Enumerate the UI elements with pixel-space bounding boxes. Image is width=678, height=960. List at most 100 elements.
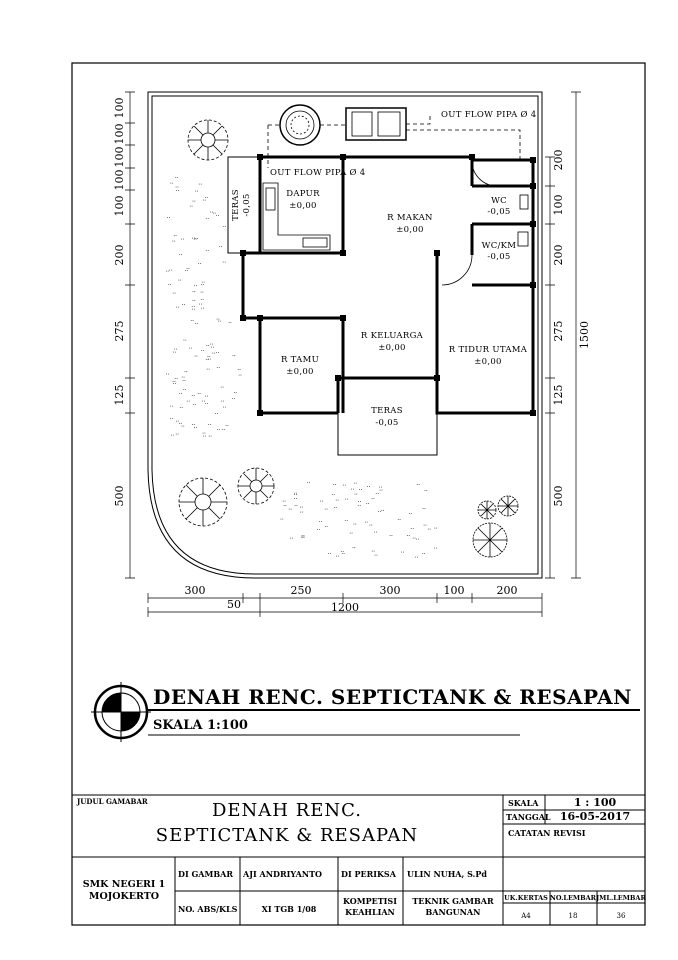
tb-skala-label: SKALA — [508, 798, 539, 808]
tb-judul-line1: DENAH RENC. — [212, 800, 362, 821]
grass-mark: ·· — [192, 307, 196, 314]
grass-mark: ·· — [221, 427, 225, 434]
grass-mark: ·· — [434, 546, 438, 553]
drawing-title: DENAH RENC. SEPTICTANK & RESAPAN — [153, 685, 632, 709]
grass-mark: ·· — [200, 290, 204, 297]
dim-bottom-total: 1200 — [331, 601, 359, 614]
grass-mark: ·· — [202, 430, 206, 437]
grass-mark: ·· — [215, 411, 219, 418]
tb-school-1: SMK NEGERI 1 — [83, 879, 165, 890]
grass-mark: ·· — [170, 433, 174, 440]
grass-mark: ·· — [191, 304, 195, 311]
grass-mark: ·· — [283, 503, 287, 510]
grass-mark: ·· — [331, 492, 335, 499]
room-dapur: DAPUR — [286, 189, 320, 199]
grass-mark: ·· — [195, 189, 199, 196]
grass-mark: ·· — [202, 198, 206, 205]
teras-front — [337, 377, 438, 456]
dim-right-total: 1500 — [578, 321, 591, 349]
room-tidur-level: ±0,00 — [474, 357, 502, 367]
grass-mark: ·· — [381, 508, 385, 515]
grass-mark: ·· — [212, 350, 216, 357]
room-tamu-level: ±0,00 — [286, 367, 314, 377]
tb-ukkertas-value: A4 — [520, 912, 531, 920]
grass-mark: ·· — [170, 181, 174, 188]
grass-mark: ·· — [221, 399, 225, 406]
site-boundary — [147, 91, 543, 579]
grass-mark: ·· — [294, 496, 298, 503]
grass-mark: ·· — [412, 536, 416, 543]
title-block-lines — [72, 794, 645, 925]
grass-mark: ·· — [238, 373, 242, 380]
dim-right-6: 500 — [552, 486, 565, 507]
grass-mark: ·· — [232, 396, 236, 403]
pipes — [267, 114, 521, 168]
grass-mark: ·· — [179, 252, 183, 259]
grass-mark: ·· — [378, 509, 382, 516]
grass-mark: ·· — [222, 224, 226, 231]
tb-jmllembar-label: JML.LEMBAR — [595, 894, 646, 902]
dim-bottom-small: 50 — [227, 598, 241, 611]
grass-mark: ·· — [194, 321, 198, 328]
grass-mark: ·· — [379, 485, 383, 492]
grass-mark: ·· — [216, 365, 220, 372]
grass-mark: ·· — [203, 434, 207, 441]
grass-mark: ·· — [175, 175, 179, 182]
tb-kompetensi-1: KOMPETISI — [343, 896, 397, 906]
grass-mark: ·· — [168, 282, 172, 289]
tb-catatan: CATATAN REVISI — [508, 828, 586, 838]
grass-mark: ·· — [193, 236, 197, 243]
dim-left-2: 100 — [113, 124, 126, 145]
grass-mark: ·· — [205, 393, 209, 400]
grass-mark: ·· — [211, 345, 215, 352]
room-keluarga-level: ±0,00 — [378, 343, 406, 353]
grass-mark: ·· — [217, 427, 221, 434]
room-wckm: WC/KM — [482, 241, 517, 251]
grass-mark: ·· — [195, 236, 199, 243]
grass-mark: ·· — [422, 551, 426, 558]
grass-mark: ·· — [190, 318, 194, 325]
grass-mark: ·· — [191, 393, 195, 400]
dim-right-1: 200 — [552, 150, 565, 171]
grass-mark: ·· — [216, 350, 220, 357]
grass-mark: ·· — [189, 203, 193, 210]
grass-mark: ·· — [320, 498, 324, 505]
grass-mark: ·· — [184, 369, 188, 376]
dim-right-2: 100 — [552, 195, 565, 216]
grass-mark: ·· — [175, 418, 179, 425]
grass-mark: ·· — [201, 348, 205, 355]
grass-mark: ·· — [197, 391, 201, 398]
grass-mark: ·· — [172, 379, 176, 386]
sheet-border — [71, 62, 646, 926]
dim-right-5: 125 — [552, 385, 565, 406]
grass-mark: ·· — [300, 509, 304, 516]
grass-mark: ·· — [181, 237, 185, 244]
grass-mark: ·· — [192, 198, 196, 205]
grass-mark: ·· — [366, 501, 370, 508]
outflow-label-top: OUT FLOW PIPA Ø 4 — [441, 109, 537, 120]
dim-right-4: 275 — [552, 321, 565, 342]
dim-bottom-4: 100 — [444, 584, 465, 597]
room-teras-side-level: -0,05 — [242, 193, 252, 216]
room-tidur: R TIDUR UTAMA — [449, 345, 528, 355]
tb-nolembar-value: 18 — [569, 912, 578, 920]
tb-diperiksa-label: DI PERIKSA — [341, 869, 397, 879]
tb-digambar-value: AJI ANDRIYANTO — [242, 869, 322, 879]
grass-mark: ·· — [367, 484, 371, 491]
dim-bottom-3: 300 — [380, 584, 401, 597]
grass-mark: ·· — [191, 422, 195, 429]
grass-mark: ·· — [201, 280, 205, 287]
grass-mark: ·· — [317, 527, 321, 534]
grass-mark: ·· — [169, 268, 173, 275]
tb-noabs-value: XI TGB 1/08 — [262, 904, 317, 914]
room-makan-level: ±0,00 — [396, 225, 424, 235]
grass-mark: ·· — [333, 505, 337, 512]
grass-mark: ·· — [175, 185, 179, 192]
grass-mark: ·· — [416, 482, 420, 489]
tb-judul-label: JUDUL GAMABAR — [76, 797, 148, 806]
grass-mark: ·· — [358, 499, 362, 506]
grass-mark: ·· — [364, 520, 368, 527]
grass-mark: ·· — [369, 523, 373, 530]
grass-mark: ·· — [341, 551, 345, 558]
grass-mark: ·· — [178, 421, 182, 428]
